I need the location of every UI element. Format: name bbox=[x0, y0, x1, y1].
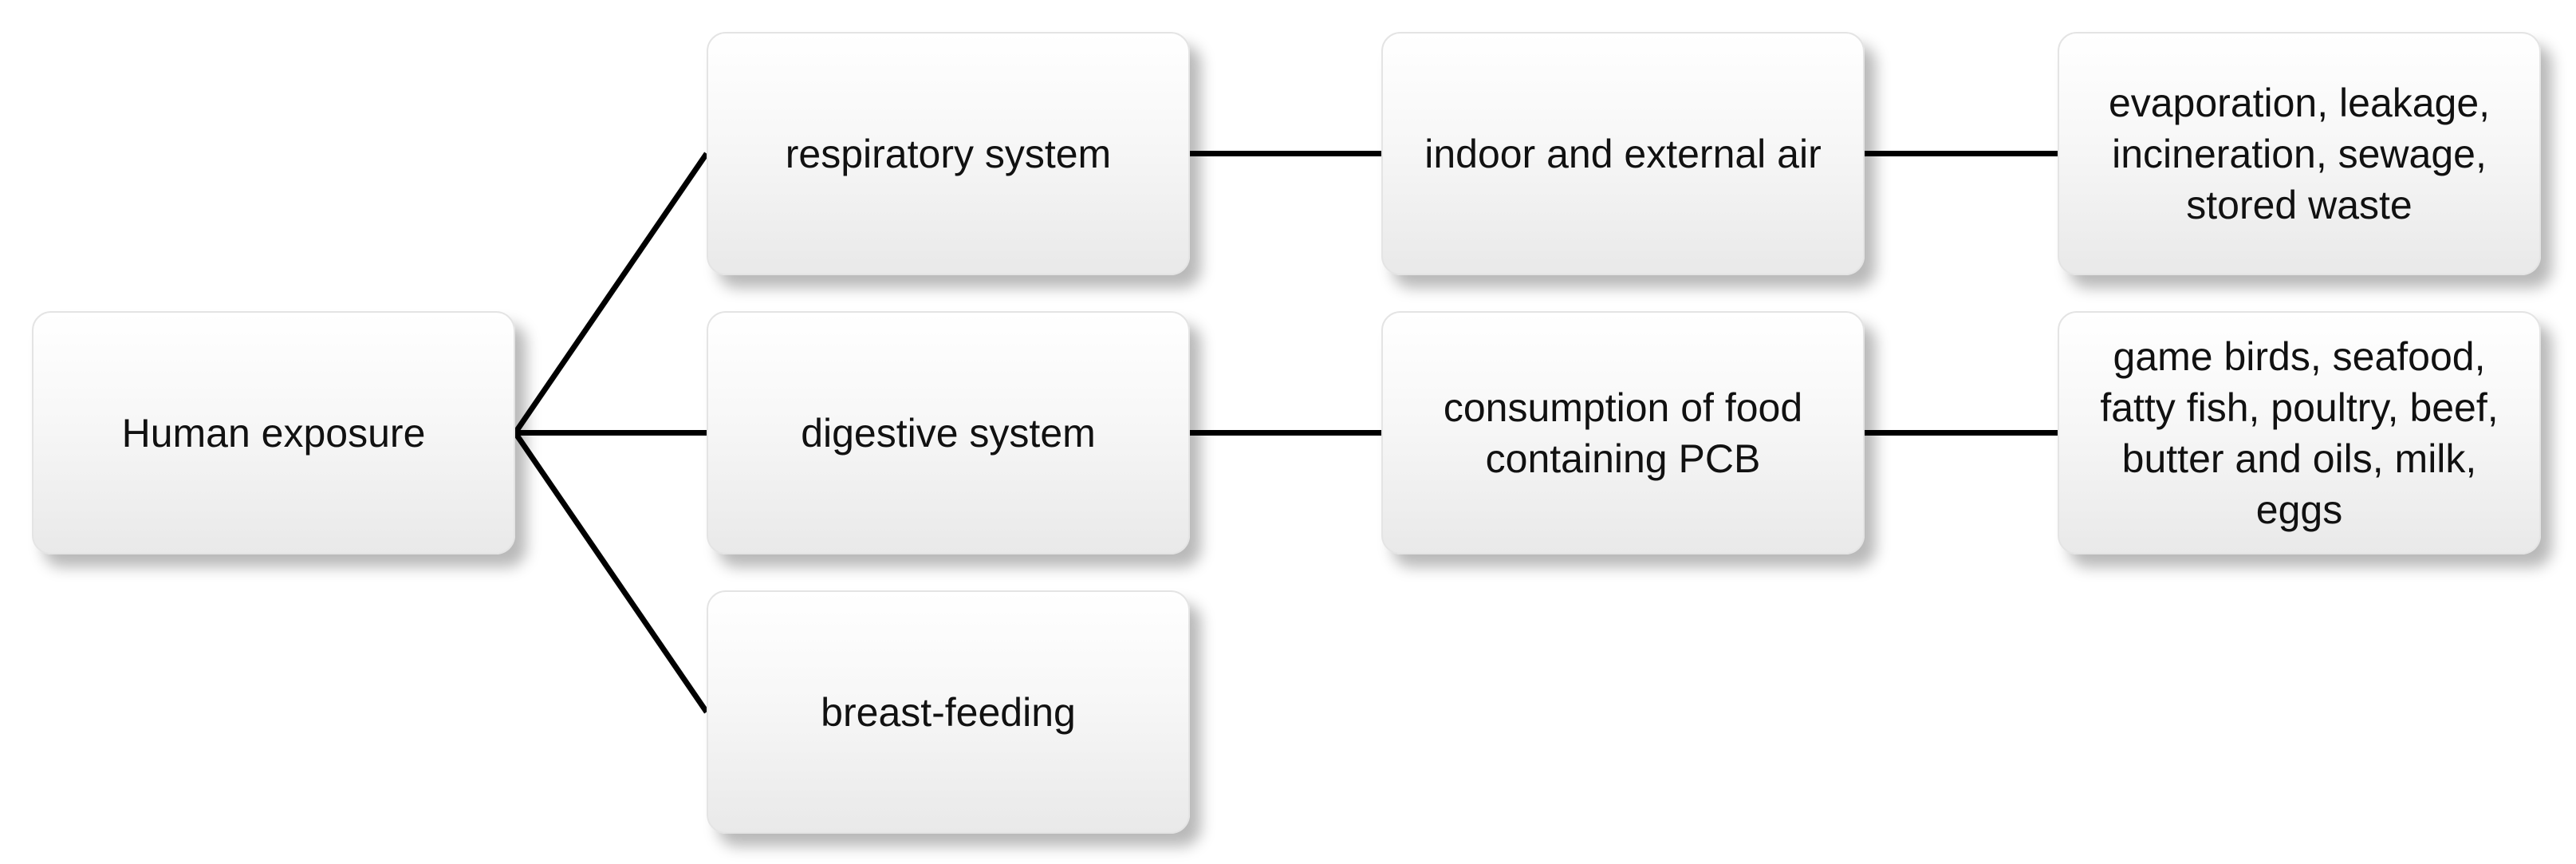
label-line: consumption of food bbox=[1443, 385, 1803, 430]
label-line: stored waste bbox=[2186, 182, 2413, 227]
label-line: Human exposure bbox=[121, 410, 426, 456]
node-indoor-external-air: indoor and external air bbox=[1381, 32, 1865, 275]
connector-root-to-routes-0 bbox=[513, 152, 709, 435]
node-human-exposure: Human exposure bbox=[32, 311, 515, 554]
node-digestive-system-label: digestive system bbox=[801, 408, 1096, 459]
label-line: breast-feeding bbox=[821, 689, 1076, 735]
node-food-sources-label: game birds, seafood, fatty fish, poultry… bbox=[2100, 331, 2498, 535]
label-line: digestive system bbox=[801, 410, 1096, 456]
node-breast-feeding: breast-feeding bbox=[707, 590, 1190, 834]
node-human-exposure-label: Human exposure bbox=[122, 408, 426, 459]
label-line: fatty fish, poultry, beef, bbox=[2100, 385, 2499, 430]
node-indoor-external-air-label: indoor and external air bbox=[1424, 128, 1822, 180]
node-air-sources: evaporation, leakage, incineration, sewa… bbox=[2058, 32, 2541, 275]
label-line: indoor and external air bbox=[1424, 131, 1822, 176]
label-line: containing PCB bbox=[1485, 436, 1761, 481]
node-respiratory-system: respiratory system bbox=[707, 32, 1190, 275]
node-respiratory-system-label: respiratory system bbox=[786, 128, 1111, 180]
node-air-sources-label: evaporation, leakage, incineration, sewa… bbox=[2109, 77, 2490, 231]
label-line: game birds, seafood, bbox=[2113, 333, 2486, 379]
node-breast-feeding-label: breast-feeding bbox=[821, 687, 1076, 738]
label-line: butter and oils, milk, bbox=[2121, 436, 2477, 481]
node-food-sources: game birds, seafood, fatty fish, poultry… bbox=[2058, 311, 2541, 554]
label-line: evaporation, leakage, bbox=[2108, 80, 2491, 125]
node-food-consumption-label: consumption of food containing PCB bbox=[1444, 382, 1802, 484]
connector-root-to-routes-2 bbox=[513, 431, 709, 714]
label-line: respiratory system bbox=[785, 131, 1112, 176]
label-line: eggs bbox=[2255, 487, 2343, 532]
label-line: incineration, sewage, bbox=[2112, 131, 2487, 176]
node-digestive-system: digestive system bbox=[707, 311, 1190, 554]
node-food-consumption: consumption of food containing PCB bbox=[1381, 311, 1865, 554]
